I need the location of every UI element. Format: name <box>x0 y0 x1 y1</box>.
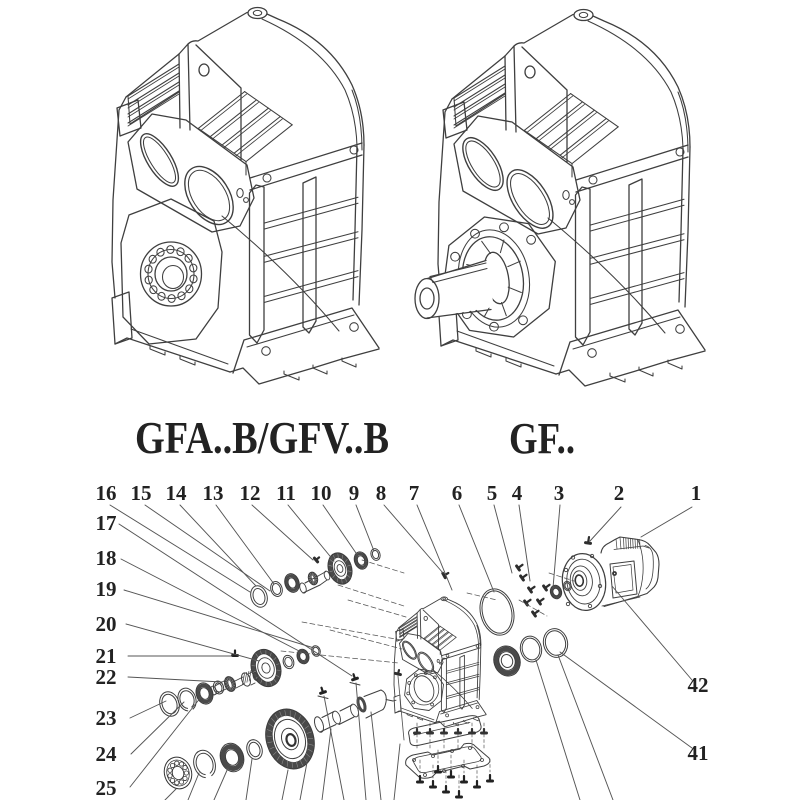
svg-text:11: 11 <box>276 481 296 505</box>
svg-text:3: 3 <box>554 481 565 505</box>
svg-text:14: 14 <box>166 481 188 505</box>
svg-text:2: 2 <box>614 481 625 505</box>
svg-text:25: 25 <box>96 776 117 800</box>
svg-text:21: 21 <box>96 644 117 668</box>
svg-text:4: 4 <box>512 481 523 505</box>
svg-text:8: 8 <box>376 481 387 505</box>
svg-text:20: 20 <box>96 612 117 636</box>
svg-text:GF..: GF.. <box>509 414 575 463</box>
svg-text:7: 7 <box>409 481 420 505</box>
svg-text:18: 18 <box>96 546 117 570</box>
svg-text:9: 9 <box>349 481 360 505</box>
svg-text:16: 16 <box>96 481 117 505</box>
svg-text:10: 10 <box>311 481 332 505</box>
svg-text:5: 5 <box>487 481 498 505</box>
svg-text:19: 19 <box>96 577 117 601</box>
svg-text:1: 1 <box>691 481 702 505</box>
svg-text:24: 24 <box>96 742 118 766</box>
svg-text:23: 23 <box>96 706 117 730</box>
svg-text:17: 17 <box>96 511 117 535</box>
svg-text:42: 42 <box>688 673 709 697</box>
svg-text:GFA..B/GFV..B: GFA..B/GFV..B <box>135 412 389 463</box>
svg-text:12: 12 <box>240 481 261 505</box>
svg-text:41: 41 <box>688 741 709 765</box>
svg-text:6: 6 <box>452 481 463 505</box>
svg-text:13: 13 <box>203 481 224 505</box>
svg-text:22: 22 <box>96 665 117 689</box>
svg-text:15: 15 <box>131 481 152 505</box>
